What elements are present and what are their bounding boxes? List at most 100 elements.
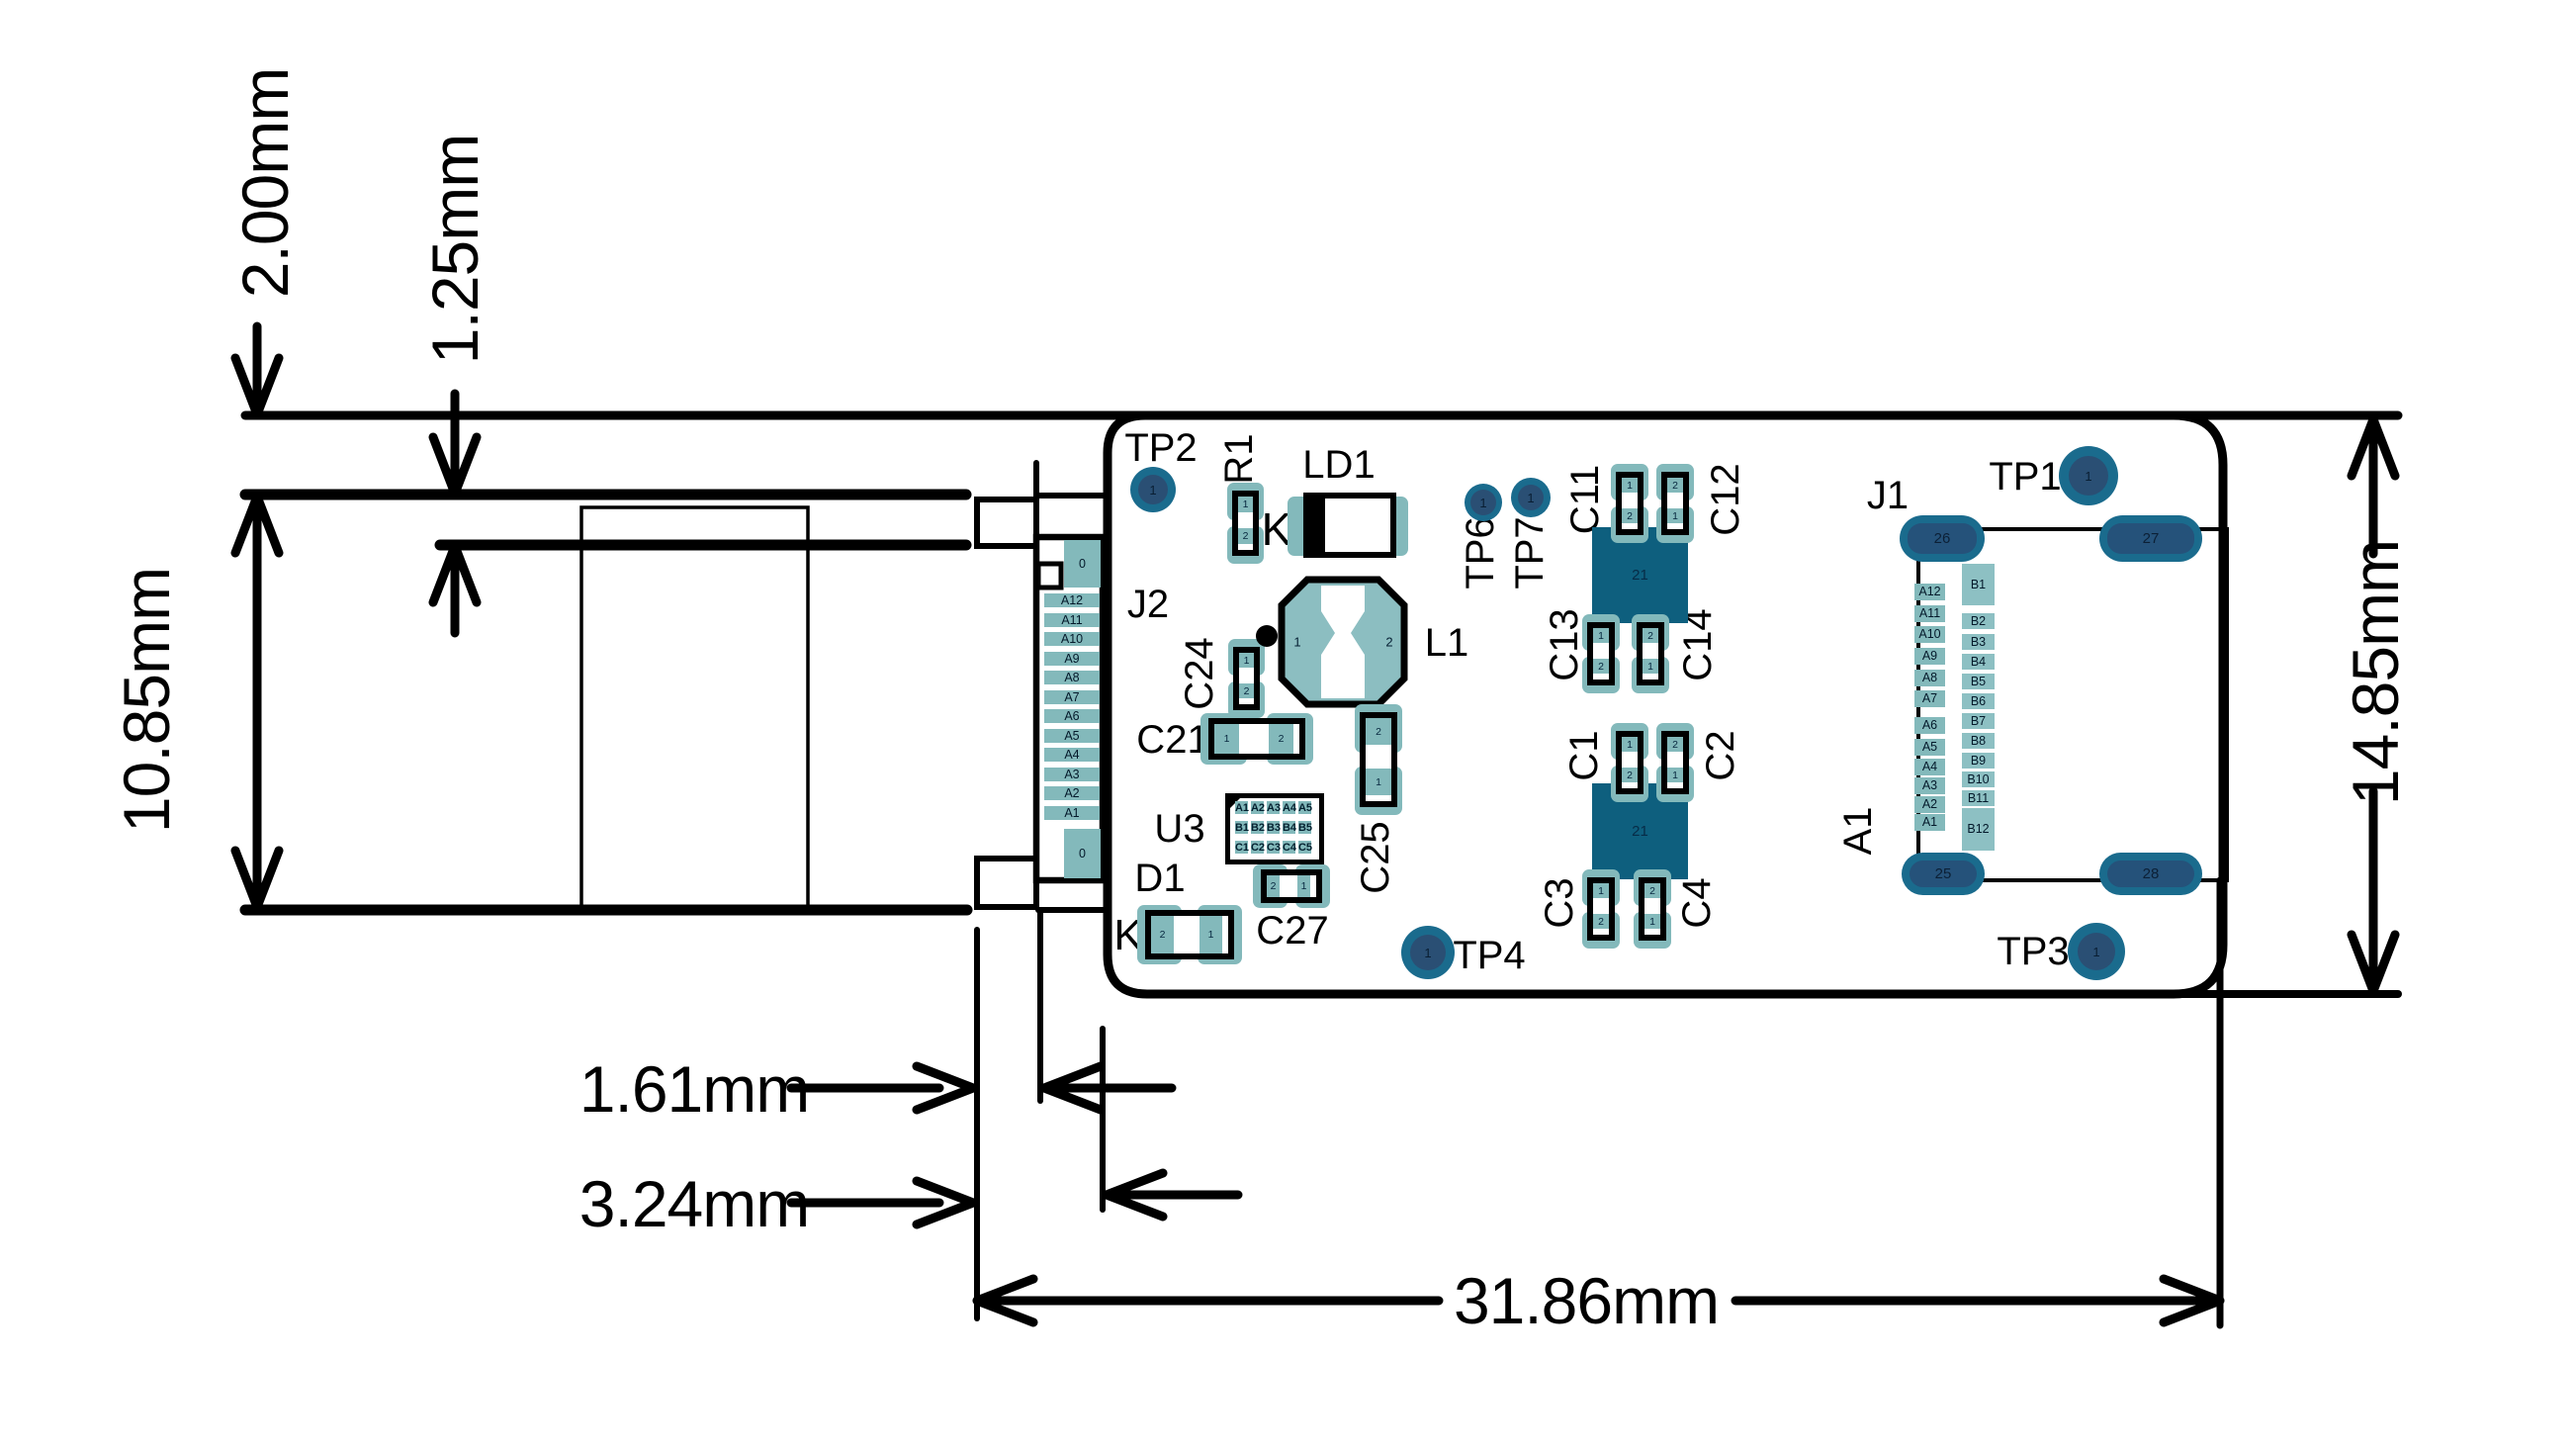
bottom-step-notch: [974, 856, 1039, 910]
c24-body: [1233, 647, 1260, 710]
c1-terminal-1: 1: [1622, 737, 1638, 752]
j2-pad-a8: A8: [1044, 671, 1100, 684]
ld1-cathode-bar: [1303, 493, 1325, 558]
u3-ball-label: B3: [1266, 822, 1282, 834]
j2-pad-a12: A12: [1044, 593, 1100, 607]
dim-14-85mm-line-top: [2347, 414, 2400, 559]
j1-pad-a5: A5: [1914, 739, 1945, 756]
c25-terminal-2: 1: [1366, 769, 1391, 795]
u3-ball: [1298, 801, 1311, 814]
u3-ball: [1267, 821, 1280, 834]
label-c12: C12: [1704, 463, 1747, 536]
pin-number-label: 1: [1293, 634, 1301, 650]
j1-pad-b1: B1: [1962, 564, 1995, 605]
dim-31-86mm-line-left: [972, 1274, 1444, 1327]
d1-terminal-2: 1: [1199, 916, 1222, 953]
dim-2mm-arrow: [230, 321, 284, 419]
j1-pad-b10: B10: [1962, 771, 1995, 787]
u3-ball-label: C2: [1250, 842, 1266, 854]
mount-pad-inner: [1910, 861, 1977, 887]
j1-pad-a10: A10: [1914, 626, 1945, 643]
label-c21: C21: [1136, 718, 1209, 762]
r1-terminal-1: 1: [1238, 497, 1253, 512]
label-r1: R1: [1217, 433, 1261, 485]
u3-ball-label: C4: [1282, 842, 1297, 854]
c4-terminal-2: 1: [1644, 914, 1660, 929]
u3-ball: [1283, 841, 1295, 854]
j2-pad-a9: A9: [1044, 652, 1100, 666]
u3-ball-label: B2: [1250, 822, 1266, 834]
label-c1: C1: [1562, 730, 1606, 781]
j1-pad-a4: A4: [1914, 759, 1945, 775]
j1-pad-a3: A3: [1914, 777, 1945, 794]
label-c25: C25: [1354, 821, 1397, 894]
j2-pad-a4: A4: [1044, 748, 1100, 762]
mount-pad-inner: [1908, 523, 1977, 554]
tp6-pad-center: 1: [1470, 490, 1496, 515]
u3-ball: [1235, 841, 1248, 854]
top-step-notch: [974, 497, 1039, 549]
dim-label-31-86mm: 31.86mm: [1453, 1264, 1720, 1337]
j2-pad-a7: A7: [1044, 690, 1100, 704]
c2-terminal-1: 2: [1667, 737, 1683, 752]
u3-ball-label: A4: [1282, 802, 1297, 814]
dim-label-2mm: 2.00mm: [228, 67, 302, 299]
u3-ball: [1235, 801, 1248, 814]
label-c2: C2: [1699, 730, 1742, 781]
u3-ball-label: C5: [1297, 842, 1313, 854]
j2-pad-a10: A10: [1044, 632, 1100, 646]
c12-terminal-1: 2: [1667, 478, 1683, 493]
mount-pad-26: 26: [1900, 515, 1985, 562]
tp2-pad-center: 1: [1138, 475, 1168, 504]
dim-label-1-25mm: 1.25mm: [418, 134, 491, 365]
c21-terminal-2: 2: [1269, 724, 1293, 754]
tp3-pad-center: 1: [2078, 933, 2115, 970]
mating-connector-outline: [579, 505, 810, 910]
u3-ball: [1251, 821, 1264, 834]
c27-terminal-2: 1: [1297, 875, 1310, 897]
j1-pad-a6: A6: [1914, 717, 1945, 734]
pin-number-label: 2: [1385, 634, 1393, 650]
u3-ball: [1298, 841, 1311, 854]
j1-pad-b9: B9: [1962, 753, 1995, 769]
label-c24: C24: [1178, 637, 1221, 710]
j2-pad-a3: A3: [1044, 768, 1100, 781]
u3-ball: [1267, 801, 1280, 814]
label-l1: L1: [1424, 621, 1469, 665]
label-c4: C4: [1675, 877, 1719, 929]
j2-pad-0: 0: [1064, 540, 1101, 588]
j1-pad-a12: A12: [1914, 584, 1945, 600]
mount-pad-25: 25: [1902, 853, 1985, 895]
l1-inductor-core: [1321, 586, 1365, 698]
j2-pad-a1: A1: [1044, 806, 1100, 820]
j2-pad-a6: A6: [1044, 709, 1100, 723]
u3-ball: [1283, 801, 1295, 814]
label-tp7: TP7: [1508, 516, 1552, 589]
dim-3-24mm-arrow-left: [786, 1176, 978, 1229]
c4-terminal-1: 2: [1644, 883, 1660, 898]
ic-body-1: 21: [1592, 527, 1688, 623]
u3-ball-label: B1: [1234, 822, 1250, 834]
c24-terminal-2: 2: [1239, 683, 1254, 698]
label-tp2: TP2: [1124, 426, 1198, 470]
u3-ball: [1251, 841, 1264, 854]
mount-pad-28: 28: [2099, 853, 2202, 895]
label-a1: A1: [1836, 806, 1880, 856]
c27-terminal-1: 2: [1267, 875, 1280, 897]
j1-pad-a1: A1: [1914, 814, 1945, 831]
tp4-pad-center: 1: [1410, 935, 1446, 970]
j1-pad-a8: A8: [1914, 670, 1945, 686]
u3-ball: [1235, 821, 1248, 834]
label-tp4: TP4: [1453, 934, 1526, 977]
u3-ball-label: A5: [1297, 802, 1313, 814]
label-j1: J1: [1866, 474, 1910, 517]
j2-connector-outline: [1032, 533, 1107, 884]
r1-terminal-2: 2: [1238, 528, 1253, 544]
dim-1-61mm-arrow-right: [1039, 1061, 1177, 1115]
dim-1-25mm-arrow-top: [428, 389, 482, 498]
tp7-pad-center: 1: [1518, 485, 1544, 510]
j1-pad-b2: B2: [1962, 613, 1995, 629]
u3-ball: [1251, 801, 1264, 814]
label-ld1: LD1: [1302, 443, 1376, 487]
j1-pad-b5: B5: [1962, 674, 1995, 689]
